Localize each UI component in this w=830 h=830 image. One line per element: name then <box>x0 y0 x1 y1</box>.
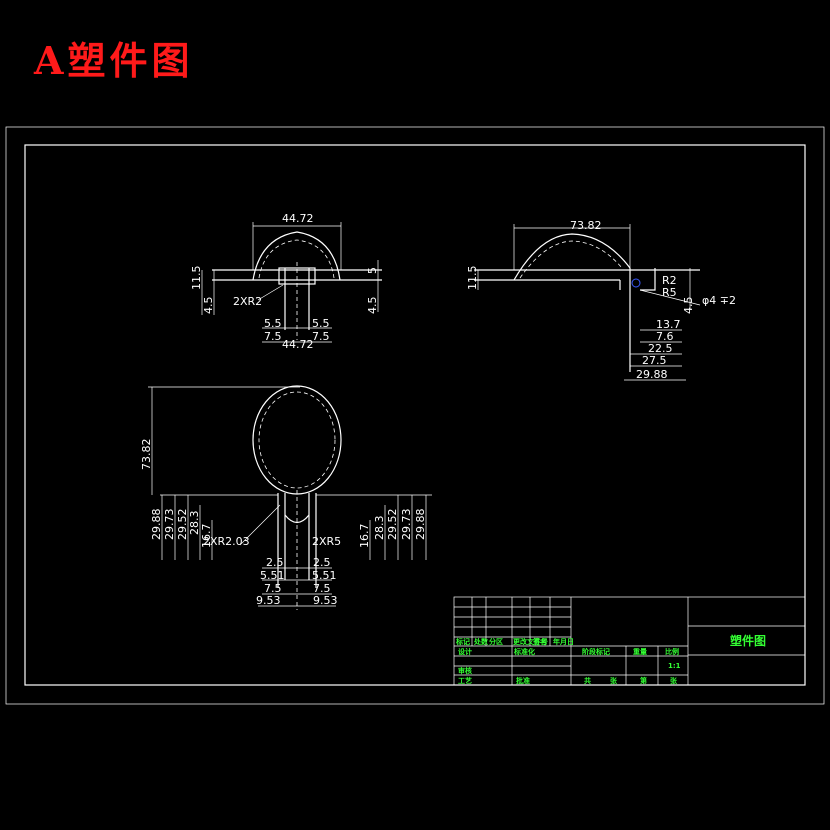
dim-tl-width: 44.72 <box>282 212 314 225</box>
dim-tr-hole: φ4 ∓2 <box>702 294 736 307</box>
tb-label-4: 签名 <box>532 637 547 646</box>
dim-tl-h-left-outer: 11.5 <box>190 266 203 291</box>
dim-tl-b1r: 5.5 <box>312 317 330 330</box>
side-view-right <box>474 224 701 381</box>
dim-b-right-2: 29.73 <box>400 509 413 541</box>
tb-part-name: 塑件图 <box>730 633 766 648</box>
tb-row-0: 设计 <box>458 647 472 656</box>
dim-tl-radius: 2XR2 <box>233 295 262 308</box>
dim-b-left-1: 29.73 <box>163 509 176 541</box>
tb-row-9: 张 <box>610 676 618 685</box>
outer-frame <box>5 126 825 705</box>
dim-b-r-right: 2XR5 <box>312 535 341 548</box>
dim-b-right-0: 28.3 <box>373 516 386 541</box>
dim-b-w1r: 2.5 <box>313 556 331 569</box>
dim-b-right-1: 29.52 <box>386 509 399 541</box>
drawing-heading: A塑件图 <box>34 38 194 83</box>
inner-frame <box>24 144 806 686</box>
dim-b-left-3: 28.3 <box>188 511 201 536</box>
dim-tl-b2l: 7.5 <box>264 330 282 343</box>
dim-tl-overall: 44.72 <box>282 338 314 351</box>
dim-tr-d1: 13.7 <box>656 318 681 331</box>
tb-row-1: 标准化 <box>513 647 535 656</box>
dim-b-w3r: 7.5 <box>313 582 331 595</box>
dim-tl-b1l: 5.5 <box>264 317 282 330</box>
dim-b-w4l: 9.53 <box>256 594 281 607</box>
dim-b-height: 73.82 <box>140 439 153 471</box>
dim-b-left-4: 16.7 <box>200 524 213 549</box>
tb-label-2: 分区 <box>489 637 503 646</box>
dim-tr-h: 11.5 <box>466 266 479 291</box>
dim-tl-h-left-inner: 4.5 <box>202 297 215 315</box>
dim-tr-r2: R2 <box>662 274 677 287</box>
dim-b-right-3: 29.88 <box>414 509 427 541</box>
tb-label-0: 标记 <box>455 637 470 646</box>
dim-tr-r5: R5 <box>662 286 677 299</box>
dim-b-w2l: 5.51 <box>260 569 285 582</box>
dim-tr-d2: 7.6 <box>656 330 674 343</box>
dim-b-left-2: 29.52 <box>176 509 189 541</box>
tb-row-10: 第 <box>640 676 647 685</box>
tb-row-8: 共 <box>584 676 591 685</box>
tb-row-11: 张 <box>670 676 678 685</box>
tb-row-4: 比例 <box>665 647 679 656</box>
dim-b-w1l: 2.5 <box>266 556 284 569</box>
top-view-bottom <box>148 385 432 610</box>
dim-tl-h-right-outer: 5 <box>366 267 379 274</box>
dim-tr-d5: 29.88 <box>636 368 668 381</box>
dim-b-left-0: 29.88 <box>150 509 163 541</box>
tb-label-3: 更改文件号 <box>513 637 548 646</box>
tb-row-2: 阶段标记 <box>582 647 610 656</box>
dim-tr-d4: 27.5 <box>642 354 667 367</box>
dim-tl-h-right-inner: 4.5 <box>366 297 379 315</box>
dim-b-right-small: 16.7 <box>358 524 371 549</box>
dim-b-w3l: 7.5 <box>264 582 282 595</box>
tb-label-5: 年月日 <box>553 637 574 646</box>
dim-tr-d3: 22.5 <box>648 342 673 355</box>
dim-b-w4r: 9.53 <box>313 594 338 607</box>
tb-row-6: 工艺 <box>458 676 472 685</box>
dim-tr-width: 73.82 <box>570 219 602 232</box>
tb-row-3: 重量 <box>633 647 647 656</box>
tb-row-7: 批准 <box>516 676 530 685</box>
tb-label-1: 处数 <box>473 637 489 646</box>
dim-b-w2r: 5.51 <box>312 569 337 582</box>
front-view-left <box>201 222 382 343</box>
tb-row-5: 审核 <box>458 666 472 675</box>
tb-scale: 1:1 <box>668 662 681 670</box>
dim-tr-h2: 4.5 <box>682 297 695 315</box>
dim-tl-b2r: 7.5 <box>312 330 330 343</box>
title-block <box>453 596 806 686</box>
dim-b-r-left: 2XR2.03 <box>203 535 250 548</box>
